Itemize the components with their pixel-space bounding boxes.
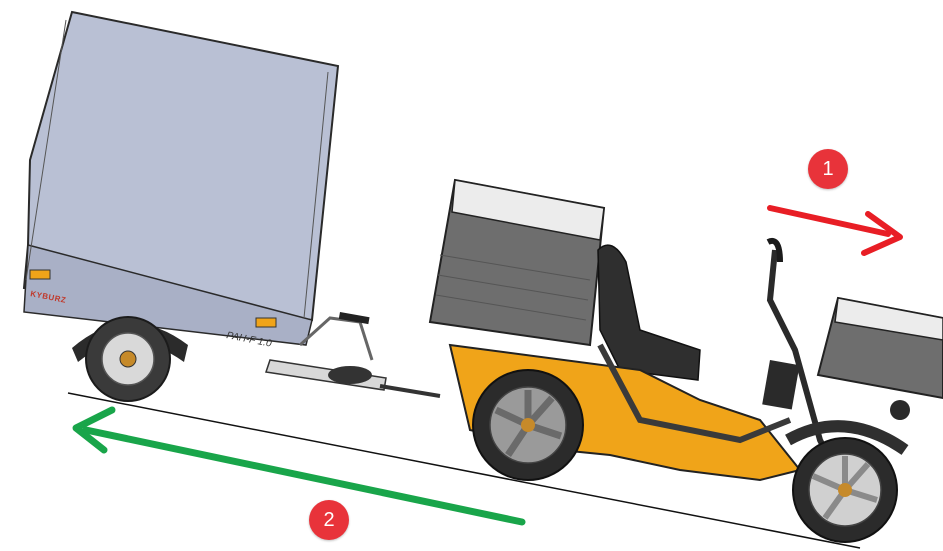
marker-badge-2-label: 2 [323,509,334,532]
trailer: KYBURZ PAH-F 1.0 [24,12,440,401]
trailer-light-right [256,318,276,327]
marker-badge-1: 1 [808,149,848,189]
marker-badge-2: 2 [309,500,349,540]
trailer-light-left [30,270,50,279]
marker-badge-1-label: 1 [822,158,833,181]
tow-coupling [380,386,440,396]
seat [598,245,700,380]
electric-tricycle [430,180,943,542]
backward-arrow [76,410,522,522]
forward-arrow [770,208,900,253]
